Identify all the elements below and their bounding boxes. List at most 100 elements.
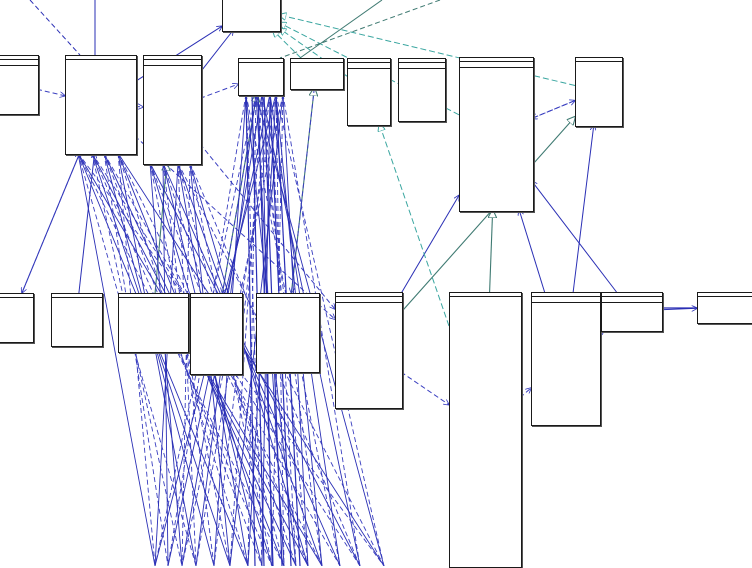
edge-dependency-offscreen	[117, 152, 197, 566]
edge-dependency-offscreen	[154, 162, 179, 566]
edge-dependency-offscreen	[103, 152, 215, 566]
class-operations	[0, 66, 38, 71]
edge-dependency-offscreen	[77, 152, 156, 566]
edge-dependency-offscreen	[229, 93, 263, 566]
class-box-b1[interactable]	[65, 55, 137, 155]
class-operations	[223, 0, 280, 2]
edge-association	[572, 125, 594, 293]
edge-association	[532, 181, 617, 293]
class-box-i2[interactable]	[601, 292, 663, 332]
class-box-top[interactable]	[222, 0, 281, 32]
class-operations	[532, 303, 600, 308]
edge-dependency	[36, 88, 65, 96]
edge-dependency-offscreen	[149, 162, 231, 566]
class-attributes	[348, 63, 390, 69]
class-attributes	[52, 298, 102, 303]
edge-dependency-offscreen	[213, 93, 271, 566]
edge-dependency	[291, 87, 315, 293]
edge-dependency	[400, 371, 449, 405]
edge-top-offscreen	[299, 0, 383, 59]
class-attributes	[698, 297, 752, 302]
class-box-a2[interactable]	[0, 293, 34, 343]
class-box-f2[interactable]	[335, 292, 403, 409]
edge-generalization	[400, 117, 575, 313]
edge-dependency-offscreen	[149, 162, 183, 566]
class-attributes	[66, 60, 136, 65]
edge-dependency-offscreen	[117, 152, 323, 566]
class-header	[66, 56, 136, 60]
class-operations	[602, 303, 662, 308]
class-box-g1[interactable]	[398, 58, 446, 122]
class-box-d2[interactable]	[190, 293, 243, 375]
class-box-c2[interactable]	[118, 293, 189, 353]
edge-dependency-offscreen	[189, 162, 273, 566]
class-attributes	[239, 63, 283, 68]
edge-dependency-offscreen	[103, 152, 169, 566]
class-header	[348, 59, 390, 63]
class-attributes	[291, 63, 343, 68]
class-box-g2[interactable]	[449, 292, 522, 568]
class-header	[460, 58, 533, 62]
class-header	[291, 59, 343, 63]
edge-dependency	[134, 135, 335, 319]
class-header	[450, 293, 521, 297]
edge-dependency-offscreen	[77, 152, 249, 566]
class-box-d1[interactable]	[238, 58, 284, 96]
edge-dependency	[199, 84, 238, 99]
edge-association	[199, 30, 233, 73]
class-header	[0, 294, 33, 298]
class-header	[0, 56, 38, 60]
edge-dependency-offscreen	[261, 93, 309, 566]
edge-generalization	[490, 210, 493, 293]
class-attributes	[257, 298, 319, 303]
edge-association-offscreen	[245, 93, 256, 566]
edge-dependency-offscreen	[103, 152, 341, 566]
class-operations	[460, 68, 533, 73]
class-box-c1[interactable]	[143, 55, 202, 165]
class-box-e1[interactable]	[290, 58, 344, 90]
class-header	[191, 294, 242, 298]
edge-dependency-offscreen	[245, 93, 263, 566]
edge-dependency-offscreen	[77, 152, 285, 566]
class-attributes	[532, 297, 600, 303]
edge-top-offscreen	[279, 0, 441, 59]
class-operations	[399, 69, 445, 74]
edge-dependency-offscreen	[275, 93, 385, 566]
class-header	[576, 58, 622, 62]
class-operations	[336, 303, 402, 308]
class-attributes	[399, 63, 445, 69]
class-operations	[144, 66, 201, 71]
class-box-a1[interactable]	[0, 55, 39, 115]
class-header	[336, 293, 402, 297]
edge-dependency-offscreen	[181, 162, 191, 566]
edge-dependency	[532, 100, 576, 119]
class-operations	[348, 69, 390, 74]
class-box-f1[interactable]	[347, 58, 391, 126]
edge-association	[400, 195, 459, 294]
edge-dependency-offscreen	[117, 152, 156, 566]
class-box-b2[interactable]	[51, 293, 103, 347]
edge-dependency-offscreen	[247, 93, 257, 566]
class-box-i1[interactable]	[575, 57, 623, 127]
class-attributes	[191, 298, 242, 303]
class-attributes	[144, 60, 201, 66]
edge-dependency-offscreen	[162, 162, 169, 566]
edge-association	[519, 210, 546, 293]
class-attributes	[576, 62, 622, 67]
class-attributes	[0, 298, 33, 303]
edge-dependency-offscreen	[117, 152, 249, 566]
edge-dependency-offscreen	[91, 152, 231, 566]
class-box-j2[interactable]	[697, 292, 752, 324]
class-header	[257, 294, 319, 298]
class-box-h1[interactable]	[459, 57, 534, 212]
class-box-e2[interactable]	[256, 293, 320, 373]
edge-dependency-offscreen	[177, 162, 323, 566]
class-header	[399, 59, 445, 63]
class-header	[602, 293, 662, 297]
class-box-h2[interactable]	[531, 292, 601, 426]
edge-top-offscreen	[29, 0, 81, 56]
class-attributes	[460, 62, 533, 68]
class-header	[239, 59, 283, 63]
class-attributes	[0, 60, 38, 66]
class-header	[532, 293, 600, 297]
